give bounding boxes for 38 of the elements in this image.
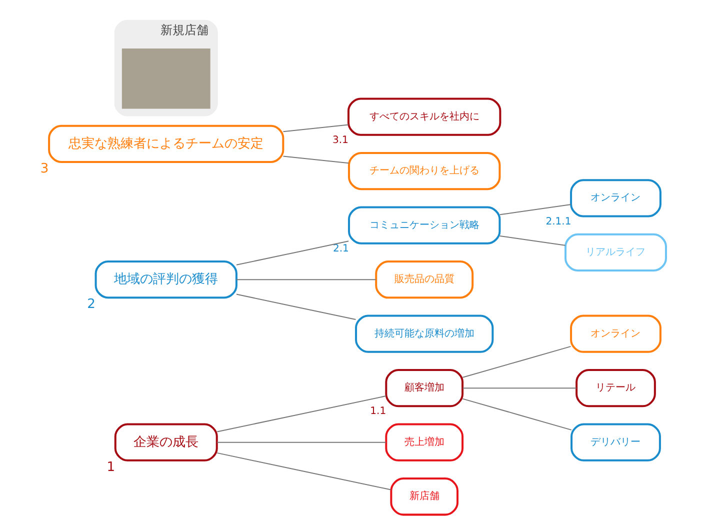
connector <box>500 236 566 246</box>
connector <box>283 156 349 164</box>
node-box: 持続可能な原料の増加 <box>355 314 494 353</box>
node-box: 売上増加 <box>385 423 464 462</box>
node-box: オンライン <box>570 314 662 353</box>
connector <box>236 240 349 266</box>
node-label: 2.1.1 <box>546 216 572 228</box>
node-box: リアルライフ <box>564 233 667 272</box>
node-box: 販売品の品質 <box>375 260 474 299</box>
node-label: 1.1 <box>370 406 386 418</box>
node-label: 2.1 <box>332 243 349 254</box>
connector <box>462 346 571 378</box>
node-box: 地域の評判の獲得 <box>94 260 238 299</box>
node-label: 2 <box>87 297 96 312</box>
node-box: 新店舗 <box>390 478 458 516</box>
node-box: デリバリー <box>570 423 661 462</box>
node-box: 忠実な熟練者によるチームの安定 <box>48 124 284 164</box>
node-box <box>122 48 210 109</box>
cluster: 新規店舗 <box>114 20 218 116</box>
node-label: 3 <box>40 161 49 176</box>
connector <box>500 204 571 216</box>
node-box: リテール <box>576 369 656 408</box>
node-box: チームの関わりを上げる <box>348 152 501 190</box>
node-box: 企業の成長 <box>114 423 218 462</box>
connector <box>217 442 386 443</box>
node-label: 1 <box>106 460 116 475</box>
connector <box>236 294 356 320</box>
connector <box>462 388 576 389</box>
node-box: コミュニケーション戦略 <box>348 206 501 244</box>
node-box: すべてのスキルを社内に <box>347 98 502 136</box>
connector <box>217 452 391 490</box>
node-label: 3.1 <box>332 134 348 146</box>
connector <box>217 396 386 432</box>
node-box: 顧客増加 <box>385 369 464 408</box>
connector <box>462 398 572 430</box>
connector <box>283 124 348 132</box>
node-box: オンライン <box>570 179 662 218</box>
connector <box>236 279 376 280</box>
